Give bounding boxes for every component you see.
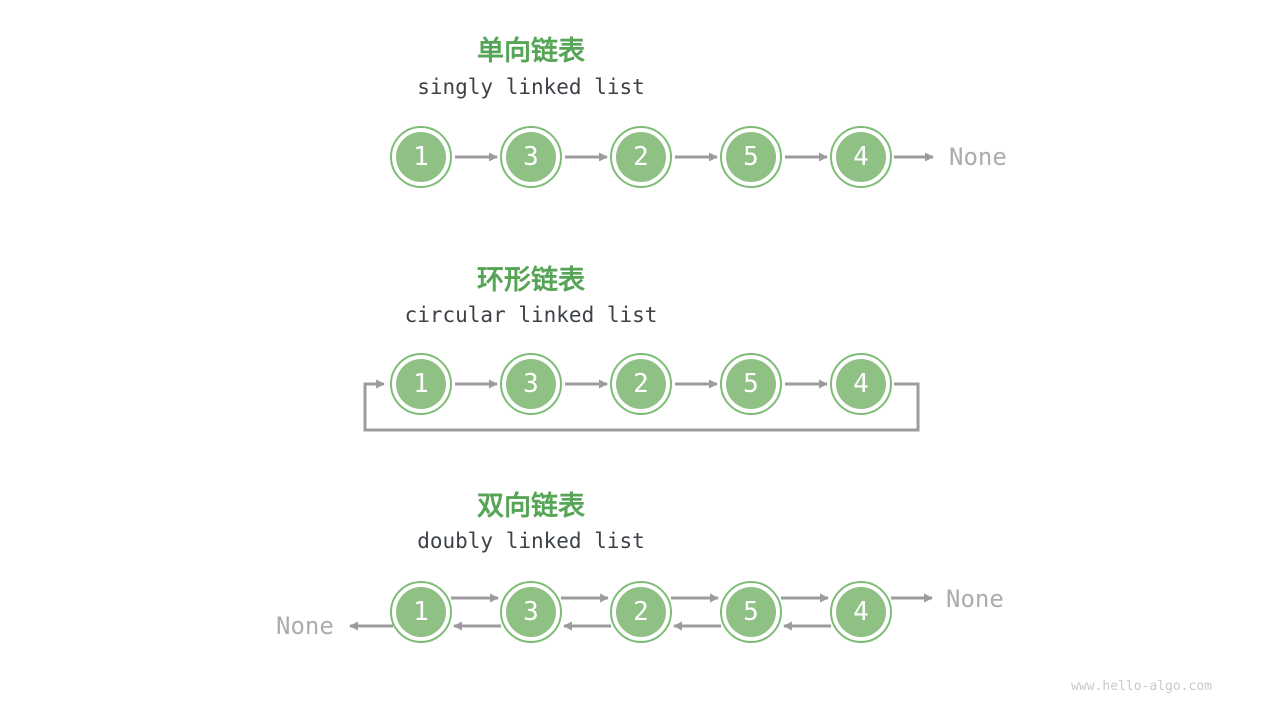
section-title-doubly: 双向链表 (477, 491, 585, 522)
doubly-tail-none-label: None (946, 585, 1004, 613)
list-node: 3 (500, 126, 562, 188)
list-node: 1 (390, 126, 452, 188)
list-node: 5 (720, 581, 782, 643)
section-title-circular: 环形链表 (477, 265, 585, 296)
list-node: 4 (830, 126, 892, 188)
list-node: 4 (830, 581, 892, 643)
section-subtitle-doubly: doubly linked list (417, 529, 645, 553)
list-node: 3 (500, 581, 562, 643)
singly-tail-none-label: None (949, 143, 1007, 171)
section-subtitle-circular: circular linked list (404, 303, 658, 327)
node-value: 1 (396, 587, 446, 637)
node-value: 3 (506, 587, 556, 637)
watermark: www.hello-algo.com (1071, 679, 1212, 694)
list-node: 2 (610, 581, 672, 643)
node-value: 5 (726, 587, 776, 637)
circular-arrows (363, 379, 920, 432)
list-node: 3 (500, 353, 562, 415)
loop-back-connector (363, 379, 920, 432)
node-value: 5 (726, 359, 776, 409)
list-node: 5 (720, 126, 782, 188)
list-node: 1 (390, 581, 452, 643)
node-value: 4 (836, 359, 886, 409)
list-node: 5 (720, 353, 782, 415)
node-value: 2 (616, 132, 666, 182)
list-node: 2 (610, 353, 672, 415)
doubly-arrows (349, 593, 933, 631)
list-node: 1 (390, 353, 452, 415)
node-value: 3 (506, 359, 556, 409)
section-subtitle-singly: singly linked list (417, 75, 645, 99)
node-value: 3 (506, 132, 556, 182)
node-value: 1 (396, 132, 446, 182)
list-node: 2 (610, 126, 672, 188)
node-value: 2 (616, 587, 666, 637)
node-value: 2 (616, 359, 666, 409)
doubly-head-none-label: None (276, 612, 334, 640)
section-title-singly: 单向链表 (477, 36, 585, 67)
node-value: 4 (836, 587, 886, 637)
node-value: 1 (396, 359, 446, 409)
list-node: 4 (830, 353, 892, 415)
node-value: 5 (726, 132, 776, 182)
node-value: 4 (836, 132, 886, 182)
